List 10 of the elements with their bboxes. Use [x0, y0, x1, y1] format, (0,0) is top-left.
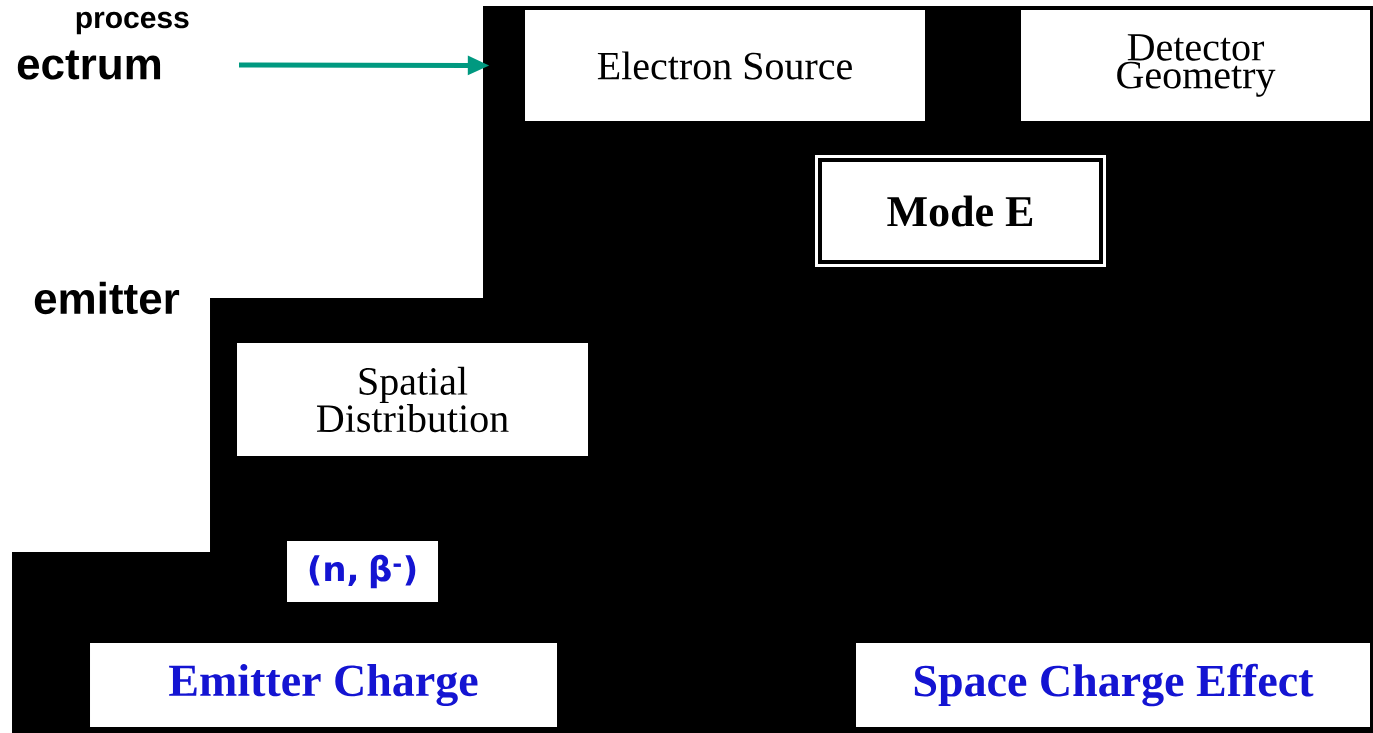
label-box: Detector Geometry: [1021, 10, 1370, 121]
quantity-box: Space Charge Effect: [856, 643, 1370, 727]
label-box: Spatial Distribution: [237, 343, 588, 456]
label-box: Electron Source: [525, 10, 925, 121]
quantity-box: Emitter Charge: [90, 643, 557, 727]
mode-box: Mode E: [815, 155, 1106, 267]
side-text: process: [76, 11, 189, 35]
bare-text: ectrum: [17, 50, 161, 80]
side-text: emitter: [34, 281, 180, 315]
reaction-box: (n, β$^{-}$): [287, 541, 438, 602]
